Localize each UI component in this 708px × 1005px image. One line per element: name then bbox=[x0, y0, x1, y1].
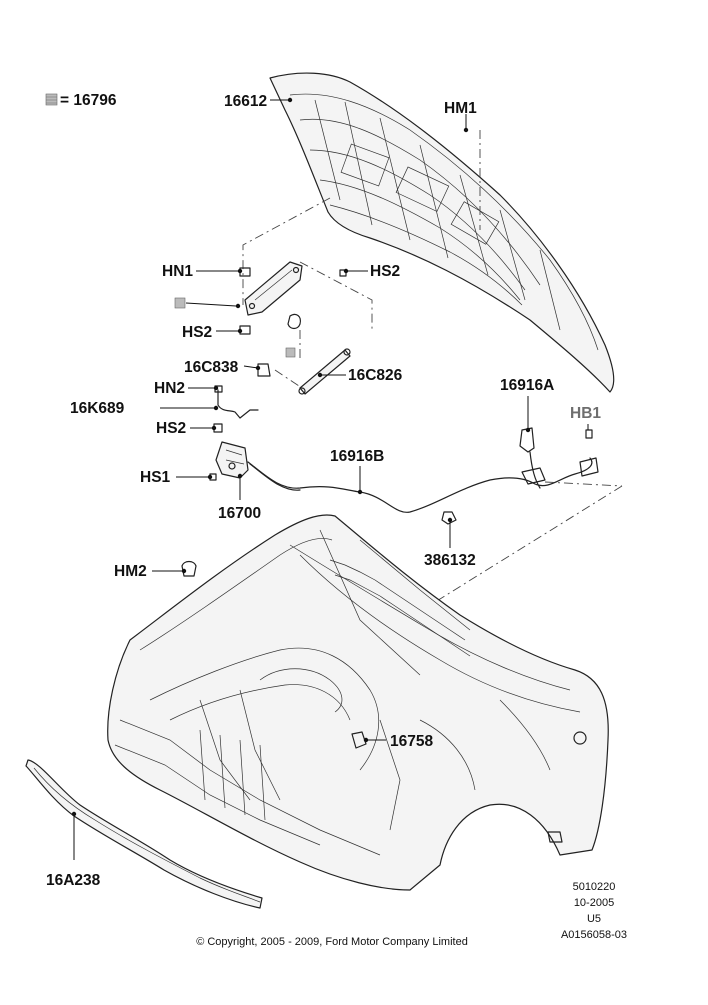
part-labels: 16612 HM1 HN1 HS2 HS2 16C838 16C826 HN2 … bbox=[46, 93, 601, 889]
label-clip-386132: 386132 bbox=[424, 552, 476, 569]
hood-strut bbox=[257, 330, 351, 395]
hood-hinge bbox=[174, 261, 347, 358]
label-hm2: HM2 bbox=[114, 563, 147, 580]
leader-lines bbox=[71, 97, 589, 860]
info-line-4: A0156058-03 bbox=[561, 929, 627, 941]
label-hb1: HB1 bbox=[570, 405, 601, 422]
hatched-square-icon bbox=[174, 297, 186, 309]
label-seal-16a238: 16A238 bbox=[46, 872, 101, 889]
hatched-square-icon bbox=[285, 347, 296, 358]
label-hs1: HS1 bbox=[140, 469, 171, 486]
front-end-structure bbox=[107, 514, 609, 891]
legend: = 16796 bbox=[45, 92, 117, 109]
label-hs2-mid: HS2 bbox=[182, 324, 212, 341]
hatched-square-icon bbox=[45, 93, 58, 106]
hood-latch bbox=[209, 441, 249, 481]
label-hm1: HM1 bbox=[444, 100, 477, 117]
label-16c826: 16C826 bbox=[348, 367, 403, 384]
legend-text: = 16796 bbox=[60, 92, 117, 109]
label-hood-16612: 16612 bbox=[224, 93, 267, 110]
label-cable-16916b: 16916B bbox=[330, 448, 384, 465]
info-line-3: U5 bbox=[587, 913, 601, 925]
hood-panel bbox=[269, 72, 615, 393]
info-line-2: 10-2005 bbox=[574, 897, 614, 909]
label-hn2: HN2 bbox=[154, 380, 185, 397]
prop-rod bbox=[213, 385, 259, 433]
label-16k689: 16K689 bbox=[70, 400, 125, 417]
label-cable-16916a: 16916A bbox=[500, 377, 554, 394]
label-hs2-top: HS2 bbox=[370, 263, 400, 280]
copyright-notice: © Copyright, 2005 - 2009, Ford Motor Com… bbox=[196, 936, 468, 948]
release-cable bbox=[247, 427, 599, 525]
label-bumper-16758: 16758 bbox=[390, 733, 433, 750]
label-16c838: 16C838 bbox=[184, 359, 239, 376]
label-hn1: HN1 bbox=[162, 263, 193, 280]
info-line-1: 5010220 bbox=[573, 881, 616, 893]
label-latch-16700: 16700 bbox=[218, 505, 261, 522]
drawing-info: 5010220 10-2005 U5 A0156058-03 bbox=[561, 881, 627, 941]
label-hs2-low: HS2 bbox=[156, 420, 186, 437]
